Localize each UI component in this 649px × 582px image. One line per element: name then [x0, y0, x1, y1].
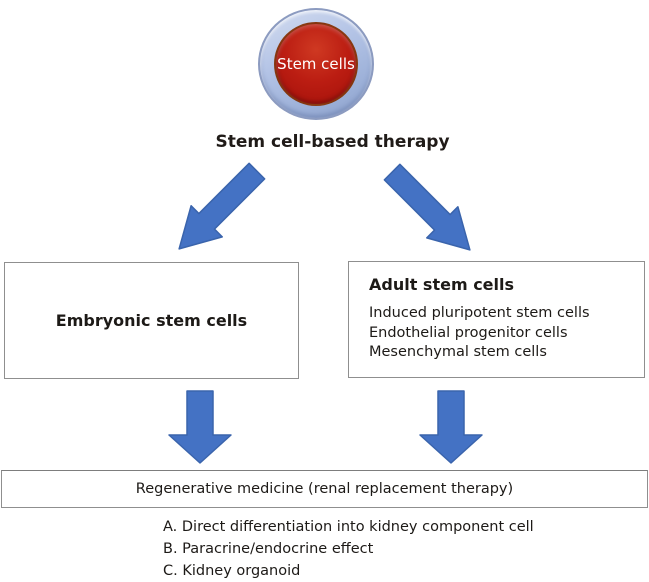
arrow-down-right-diagonal-icon — [383, 163, 471, 251]
diagram-heading: Stem cell-based therapy — [215, 132, 450, 152]
embryonic-stem-cells-title: Embryonic stem cells — [55, 311, 248, 330]
embryonic-stem-cells-box: Embryonic stem cells — [4, 262, 299, 379]
mechanism-item-c: C. Kidney organoid — [163, 563, 301, 579]
stem-cells-node-label: Stem cells — [277, 55, 355, 73]
stem-cells-node-ring: Stem cells — [258, 8, 374, 120]
arrow-down-left-diagonal-icon — [178, 162, 266, 250]
mechanism-item-b: B. Paracrine/endocrine effect — [163, 541, 374, 557]
regenerative-medicine-title: Regenerative medicine (renal replacement… — [135, 481, 514, 497]
arrow-down-left-icon — [168, 390, 232, 464]
mechanism-list: A. Direct differentiation into kidney co… — [163, 516, 534, 582]
regenerative-medicine-box: Regenerative medicine (renal replacement… — [1, 470, 648, 508]
adult-stem-cells-item: Induced pluripotent stem cells — [369, 305, 590, 321]
adult-stem-cells-item: Mesenchymal stem cells — [369, 344, 547, 360]
stem-cells-node: Stem cells — [274, 22, 358, 106]
adult-stem-cells-box: Adult stem cells Induced pluripotent ste… — [348, 261, 645, 378]
adult-stem-cells-title: Adult stem cells — [369, 275, 515, 294]
mechanism-item-a: A. Direct differentiation into kidney co… — [163, 519, 534, 535]
arrow-down-right-icon — [419, 390, 483, 464]
adult-stem-cells-item: Endothelial progenitor cells — [369, 324, 568, 341]
